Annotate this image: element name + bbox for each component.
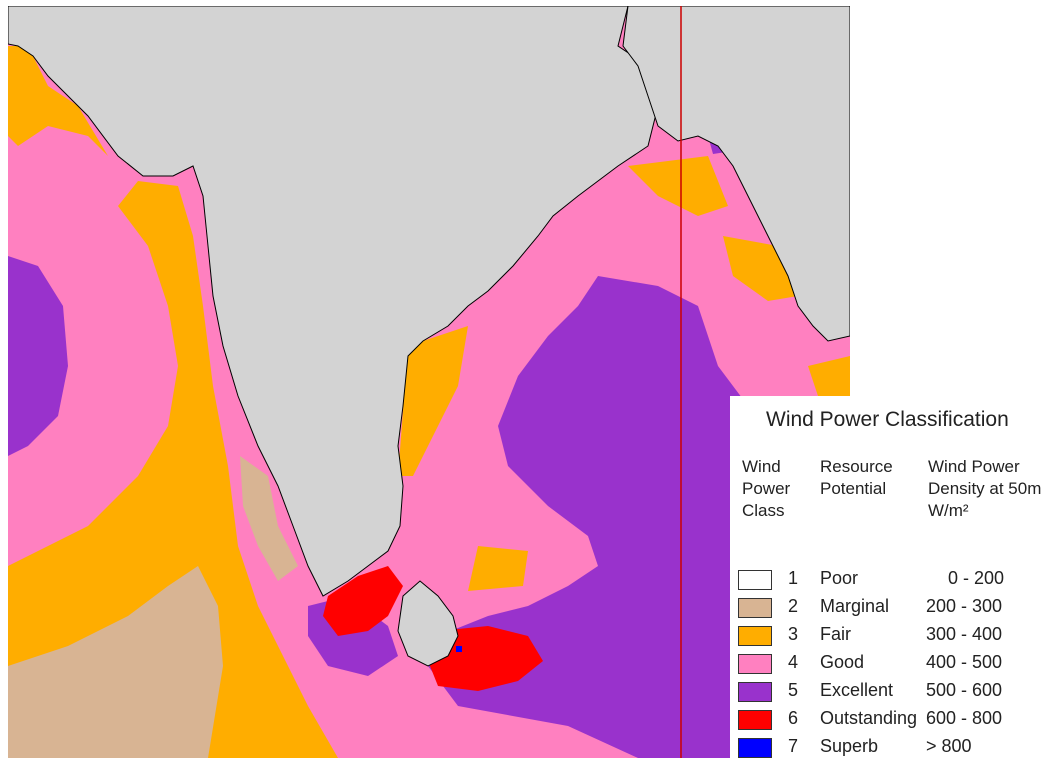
legend-row: 6 Outstanding 600 - 800: [738, 706, 1054, 734]
legend-class: 7: [788, 736, 799, 756]
legend-swatch: [738, 626, 772, 646]
legend-title: Wind Power Classification: [766, 408, 1009, 431]
region-fair-west: [8, 181, 338, 758]
region-fair-south-lanka: [468, 546, 528, 591]
legend-density: 0 - 200: [948, 568, 1005, 588]
legend-class: 6: [788, 708, 799, 728]
legend-potential: Good: [820, 652, 865, 672]
land-sri-lanka: [397, 580, 459, 667]
legend: Wind Power Classification Wind Power Cla…: [730, 396, 1054, 758]
legend-header-potential: Resource Potential: [820, 457, 893, 498]
legend-header-class: Wind Power Class: [742, 457, 791, 520]
legend-class: 3: [788, 624, 799, 644]
legend-swatch: [738, 570, 772, 590]
legend-potential: Marginal: [820, 596, 890, 616]
legend-potential: Fair: [820, 624, 851, 644]
legend-density: 400 - 500: [926, 652, 1003, 672]
legend-density: 300 - 400: [926, 624, 1003, 644]
legend-swatch: [738, 738, 772, 758]
legend-class: 1: [788, 568, 799, 588]
legend-class: 2: [788, 596, 799, 616]
legend-row: 5 Excellent 500 - 600: [738, 678, 1054, 706]
legend-class: 4: [788, 652, 799, 672]
land-india: [7, 5, 659, 597]
region-fair-east-coast: [398, 326, 468, 476]
region-fair-south-east: [808, 356, 850, 396]
legend-swatch: [738, 682, 772, 702]
legend-density: 200 - 300: [926, 596, 1003, 616]
legend-density: 500 - 600: [926, 680, 1003, 700]
legend-potential: Superb: [820, 736, 879, 756]
legend-density: > 800: [926, 736, 972, 756]
region-marginal-coast: [240, 456, 298, 581]
wind-map: [7, 5, 851, 758]
legend-row: 4 Good 400 - 500: [738, 650, 1054, 678]
region-superb: [456, 646, 462, 652]
region-fair-bay-north: [628, 156, 728, 216]
region-outstanding-palk: [323, 566, 403, 636]
region-outstanding-east: [428, 626, 543, 691]
legend-swatch: [738, 598, 772, 618]
legend-potential: Outstanding: [820, 708, 918, 728]
land-northeast: [622, 5, 851, 342]
legend-potential: Poor: [820, 568, 859, 588]
legend-row: 7 Superb > 800: [738, 734, 1054, 762]
region-fair-northwest: [8, 46, 108, 156]
legend-swatch: [738, 654, 772, 674]
region-excellent-west: [8, 256, 68, 456]
legend-swatch: [738, 710, 772, 730]
legend-row: 3 Fair 300 - 400: [738, 622, 1054, 650]
region-marginal-southwest: [8, 566, 223, 758]
legend-row: 2 Marginal 200 - 300: [738, 594, 1054, 622]
legend-row: 1 Poor 0 - 200: [738, 566, 1054, 594]
legend-header-density: Wind Power Density at 50m W/m²: [928, 457, 1042, 520]
legend-class: 5: [788, 680, 799, 700]
legend-density: 600 - 800: [926, 708, 1003, 728]
legend-potential: Excellent: [820, 680, 894, 700]
